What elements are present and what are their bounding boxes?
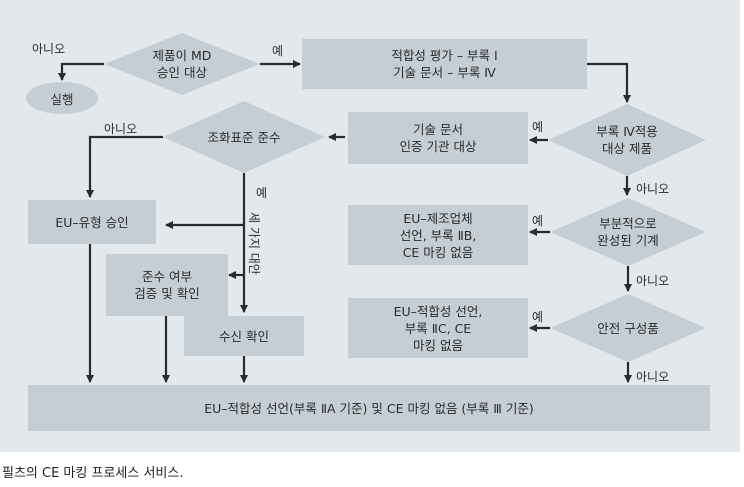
edge-label-no: 아니오 [636,274,670,288]
partly-completed-decision: 부분적으로 완성된 기계 [597,216,659,248]
figure-caption: 필츠의 CE 마킹 프로세스 서비스. [2,466,184,481]
edge-label-no: 아니오 [636,370,670,384]
diamond-safety-component [550,294,706,362]
diamond-md-approval [104,33,260,95]
tech-doc-cert-box: 기술 문서 인증 기관 대상 [348,112,528,164]
annex4-product-decision: 부록 Ⅳ적용 대상 제품 [596,124,658,156]
md-approval-decision: 제품이 MD 승인 대상 [152,48,212,80]
safety-component-decision: 안전 구성품 [597,320,659,336]
edge-label-yes: 예 [532,214,544,228]
diamond-harmonized-std [163,101,325,173]
eu-manufacturer-decl-box: EU–제조업체 선언, 부록 ⅡB, CE 마킹 없음 [348,205,528,265]
edge-label-no: 아니오 [104,122,138,136]
edge-label-yes: 예 [256,186,268,200]
eu-type-approval-box: EU–유형 승인 [28,200,156,244]
final-declaration-bar: EU–적합성 선언(부록 ⅡA 기준) 및 CE 마킹 없음 (부록 Ⅲ 기준) [28,385,710,431]
eu-conformity-decl-2c-box: EU–적합성 선언, 부록 ⅡC, CE 마킹 없음 [348,298,528,358]
receipt-confirm-box: 수신 확인 [184,316,304,356]
harmonized-std-decision: 조화표준 준수 [207,129,281,145]
execute-terminal: 실행 [26,82,98,114]
edge-label-yes: 예 [532,310,544,324]
conformity-assessment-box: 적합성 평가 – 부록 I 기술 문서 – 부록 Ⅳ [302,39,587,89]
compliance-verify-box: 준수 여부 검증 및 확인 [106,254,228,316]
diamond-partly-completed [550,198,706,266]
edge-label-three-options: 세 가지 대안 [247,212,261,275]
edge-label-yes: 예 [272,44,284,58]
diamond-annex4-product [548,104,706,176]
edge-label-no: 아니오 [636,182,670,196]
edge-label-no: 아니오 [32,42,66,56]
edge-label-yes: 예 [532,120,544,134]
